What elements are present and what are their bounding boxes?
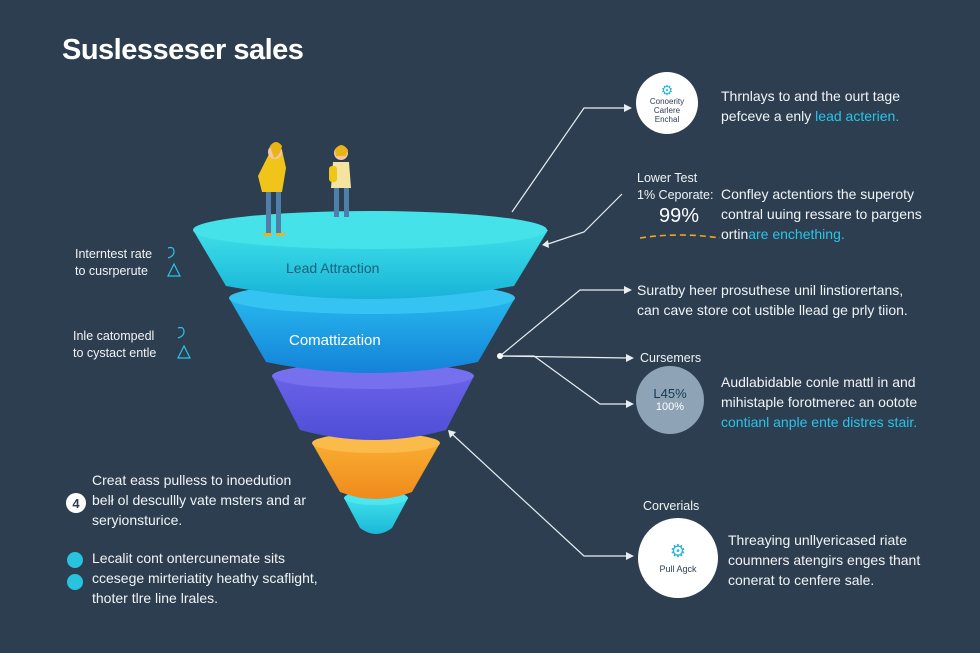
info-circle-3: ⚙ Pull Agck — [638, 518, 718, 598]
info-circle-2: L45% 100% — [636, 366, 704, 434]
gear-icon: ⚙ — [660, 81, 674, 98]
person-figure-right — [329, 145, 351, 217]
gear-icon: ⚙ — [669, 540, 687, 561]
person-figure-left — [258, 142, 286, 236]
right-text-4: Audlabidable conle mattl in and mihistap… — [721, 374, 918, 430]
right-text-5: Threaying unllyericased riate coumners a… — [728, 532, 921, 588]
left-label-2: Inle catompedl to cystact entle — [73, 329, 157, 360]
funnel-stage-1 — [193, 211, 548, 299]
bottom-left-list: Lecalit cont ontercunemate sits ccesege … — [92, 550, 318, 606]
right-text-1: Thrnlays to and the ourt tage pefceve a … — [721, 88, 900, 124]
arrowheads — [448, 104, 634, 560]
funnel-stage-4 — [312, 433, 440, 499]
right-text-2: Confley actentiors the superoty contral … — [721, 186, 922, 242]
connector-lines — [451, 107, 721, 557]
bullet-dot-1 — [67, 552, 83, 568]
stage-2-label: Comattization — [289, 332, 381, 349]
right-text-3: Suratby heer prosuthese unil linstiorert… — [637, 282, 908, 318]
connector-origin-dot — [497, 353, 503, 359]
stat-sub: 1% Ceporate: — [637, 188, 714, 202]
funnel-stage-3 — [272, 363, 474, 440]
stat-value: 99% — [659, 205, 700, 227]
left-icon-1 — [167, 246, 181, 277]
left-icon-2 — [177, 326, 191, 359]
stat-header: Lower Test — [637, 171, 698, 185]
page-title: Suslesseser sales — [62, 34, 304, 66]
bottom-left-paragraph: Creat eass pulless to inoedution belł ol… — [92, 472, 306, 528]
step-number-badge: 4 — [66, 493, 86, 513]
info-circle-1: ⚙ Conoerity Carlere Enchal — [636, 72, 698, 134]
stage-1-label: Lead Attraction — [286, 260, 380, 276]
bullet-dot-2 — [67, 574, 83, 590]
section-label-conversion: Corverials — [643, 499, 700, 513]
left-label-1: Interntest rate to cusrperute — [75, 247, 153, 278]
section-label-customers: Cursemers — [640, 351, 702, 365]
